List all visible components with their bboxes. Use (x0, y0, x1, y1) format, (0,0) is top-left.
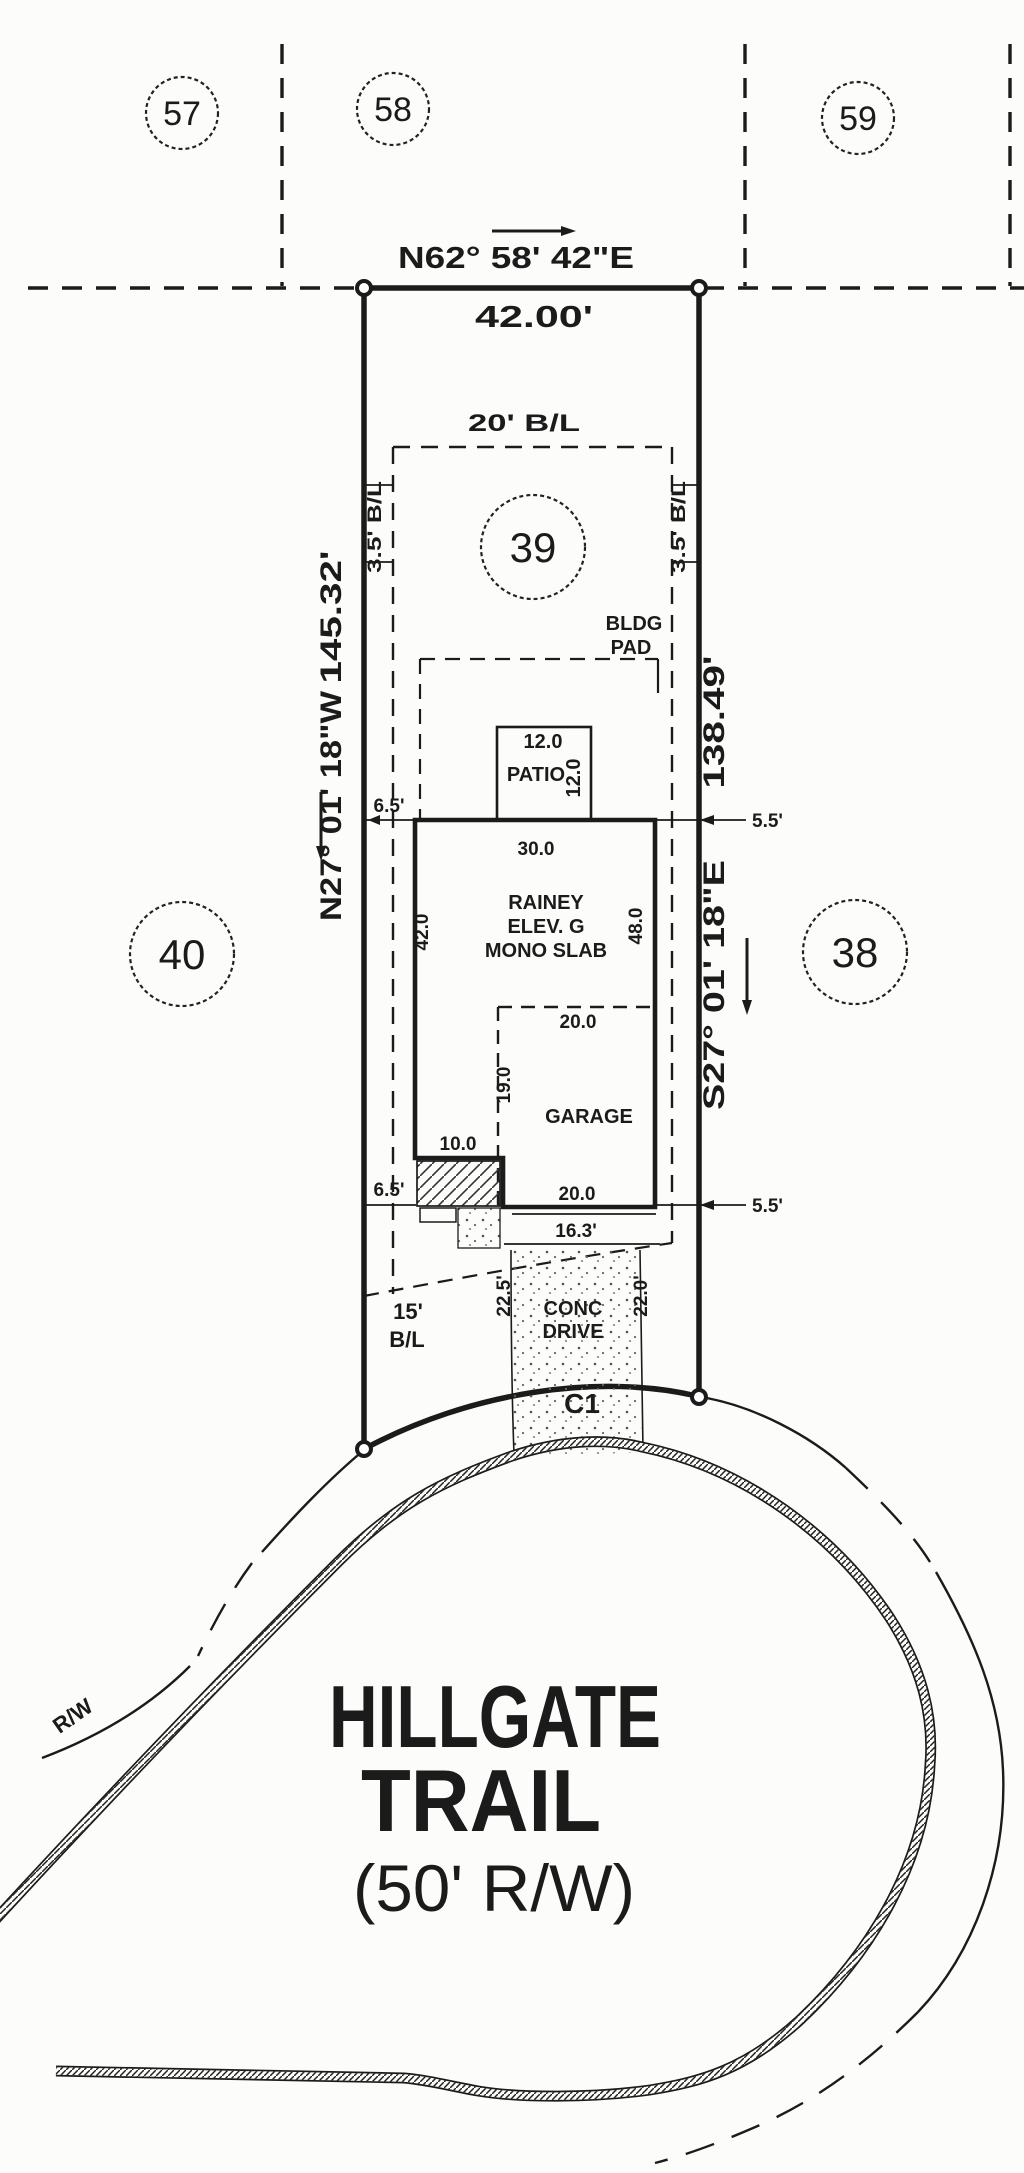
house-rear-width-dim: 30.0 (518, 839, 555, 860)
garage-front-width-dim: 20.0 (559, 1184, 596, 1205)
bldg-pad-label-1: BLDG (606, 613, 663, 635)
lot-number-58: 58 (374, 91, 412, 129)
bldg-pad-label-2: PAD (611, 637, 652, 659)
street-row-label: (50' R/W) (353, 1851, 635, 1925)
rw-line-east-dashed-2 (654, 2011, 919, 2165)
lot-number-40: 40 (159, 931, 206, 978)
west-lower-offset-label: 6.5' (374, 1180, 405, 1201)
lot-number-59: 59 (839, 100, 877, 138)
driveway-edge-west (510, 1249, 515, 1456)
rear-distance-label: 42.00' (475, 299, 593, 334)
west-upper-offset-label: 6.5' (374, 796, 405, 817)
lot-circle-40: 40 (128, 900, 236, 1008)
lot-number-38: 38 (832, 929, 879, 976)
rw-line-west-solid-1 (261, 1449, 365, 1553)
east-lower-offset-arrow (700, 1200, 714, 1210)
street-name-1: HILLGATE (329, 1667, 661, 1766)
east-bearing-label: S27° 01' 18"E (698, 860, 731, 1110)
garage-depth-dim: 19.0 (494, 1067, 515, 1104)
west-side-setback-label: 3.5' B/L (365, 480, 386, 573)
porch-width-dim: 10.0 (440, 1134, 477, 1155)
rw-line-east-solid-2 (917, 1571, 1005, 2013)
patio-label: PATIO (507, 764, 565, 786)
rw-label: R/W (48, 1693, 98, 1738)
rw-line-west-dashed (196, 1562, 253, 1657)
front-setback-label-1: 15' (393, 1299, 423, 1324)
east-upper-offset-arrow (700, 815, 714, 825)
lot-number-39: 39 (510, 524, 557, 571)
corner-monument-sw (355, 1440, 373, 1458)
porch-hatch (416, 1160, 501, 1207)
lot-circle-38: 38 (801, 898, 909, 1006)
rear-setback-label: 20' B/L (468, 410, 580, 437)
west-upper-offset-arrow (368, 815, 380, 825)
rear-bearing-label: N62° 58' 42"E (398, 240, 634, 275)
lot-circle-58: 58 (355, 71, 431, 147)
driveway-east-length-dim: 22.0' (631, 1275, 652, 1317)
lot-number-57: 57 (163, 95, 201, 133)
driveway-edge-east (639, 1249, 644, 1451)
driveway-label-1: CONC (544, 1298, 603, 1320)
house-plan-name-2: ELEV. G (507, 916, 584, 938)
west-bearing-arrow (316, 846, 326, 861)
lot-circle-39: 39 (479, 493, 587, 601)
lot-circle-59: 59 (820, 80, 896, 156)
east-bearing-arrow (742, 1000, 752, 1015)
garage-label: GARAGE (545, 1106, 633, 1128)
front-curve-label: C1 (564, 1388, 600, 1419)
east-distance-label: 138.49' (698, 656, 731, 789)
east-side-setback-label: 3.5' B/L (669, 480, 690, 573)
garage-width-dim: 20.0 (560, 1012, 597, 1033)
rear-bearing-arrow (561, 226, 576, 236)
street-curb (0, 1436, 937, 2102)
corner-monument-se (690, 1388, 708, 1406)
patio-width-dim: 12.0 (524, 731, 563, 753)
apron-width-dim: 16.3' (555, 1221, 597, 1242)
house-east-depth-dim: 48.0 (626, 908, 647, 945)
rw-line-east-solid-1 (700, 1395, 847, 1469)
lot-circle-57: 57 (144, 75, 220, 151)
street-name-2: TRAIL (361, 1751, 601, 1850)
east-lower-offset-label: 5.5' (752, 1196, 783, 1217)
east-upper-offset-label: 5.5' (752, 811, 783, 832)
rw-line-east-dashed-1 (845, 1467, 932, 1563)
house-plan-name-3: MONO SLAB (485, 940, 607, 962)
house-plan-name-1: RAINEY (508, 892, 584, 914)
driveway-surface (512, 1248, 643, 1458)
front-walk (457, 1207, 501, 1249)
west-bearing-label: N27° 01' 18"W (315, 690, 348, 921)
west-distance-label: 145.32' (315, 551, 348, 684)
house-west-depth-dim: 42.0 (412, 914, 433, 951)
rw-line-west-solid-2 (41, 1665, 191, 1760)
stoop-outline (419, 1207, 457, 1223)
corner-monument-nw (355, 279, 373, 297)
front-setback-label-2: B/L (389, 1327, 424, 1352)
driveway-west-length-dim: 22.5' (494, 1275, 515, 1317)
corner-monument-ne (690, 279, 708, 297)
patio-depth-dim: 12.0 (563, 759, 585, 798)
driveway-label-2: DRIVE (542, 1321, 603, 1343)
house-outline (412, 817, 658, 1210)
